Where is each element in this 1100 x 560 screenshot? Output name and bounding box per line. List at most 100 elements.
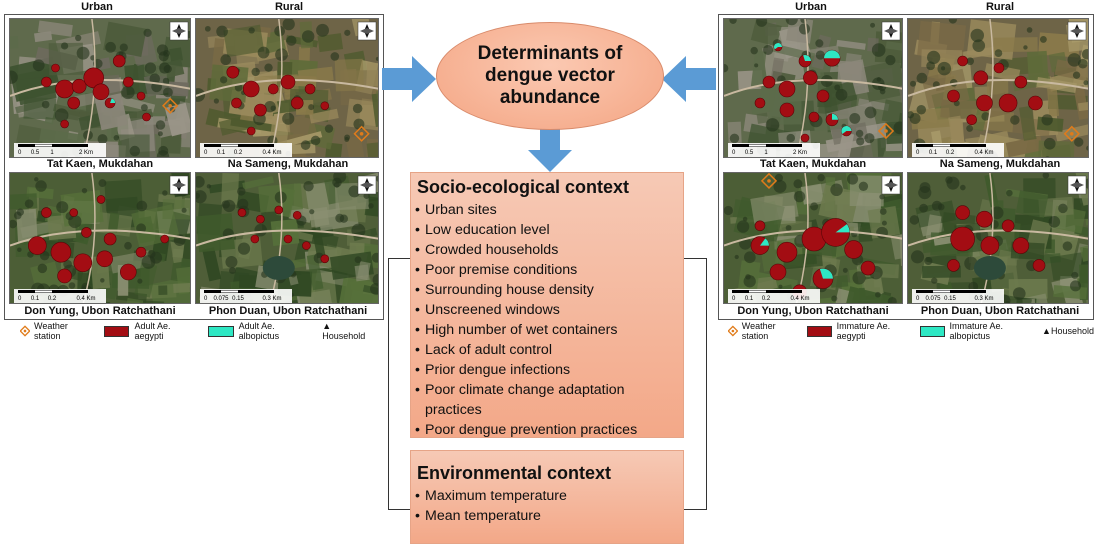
socio-item: Low education level [415, 220, 683, 240]
weather-station-icon [877, 122, 895, 140]
site-label-phon-duan-r: Phon Duan, Ubon Ratchathani [920, 305, 1080, 317]
scale-label: 0.1 [31, 296, 40, 302]
scale-label: 0.4 Km [790, 296, 809, 302]
vector-pie-marker [51, 63, 60, 73]
socio-item: Poor dengue prevention practices [415, 420, 683, 440]
vector-pie-marker [280, 74, 296, 90]
scale-label: 0.15 [944, 296, 956, 302]
bracket-connector-right [684, 258, 707, 510]
legend-household: ▲ Household [322, 321, 368, 341]
legend-weather-station: Weather station [20, 321, 86, 341]
vector-pie-marker [998, 93, 1018, 113]
scale-label: 0 [18, 296, 22, 302]
scale-label: 0.4 Km [262, 150, 281, 156]
vector-pie-marker [320, 254, 330, 264]
legend-household-r: ▲Household [1042, 326, 1094, 336]
north-arrow-icon [881, 175, 901, 195]
vector-pie-marker [256, 214, 265, 224]
left-col-rural-title: Rural [274, 1, 304, 13]
vector-pie-marker [226, 65, 240, 79]
scale-label: 0.2 [762, 296, 771, 302]
site-label-don-yung: Don Yung, Ubon Ratchathani [24, 305, 176, 317]
environmental-title: Environmental context [417, 463, 612, 483]
socio-item: Lack of adult control [415, 340, 683, 360]
vector-pie-marker [96, 250, 113, 268]
vector-pie-marker [320, 101, 330, 111]
site-label-tat-kaen-r: Tat Kaen, Mukdahan [759, 158, 867, 170]
vector-pie-marker [135, 246, 147, 258]
scale-label: 0.4 Km [974, 150, 993, 156]
vector-pie-marker [776, 241, 798, 263]
vector-pie-marker [92, 83, 110, 101]
scale-label: 0.1 [929, 150, 938, 156]
left-col-urban-title: Urban [81, 1, 113, 13]
north-arrow-icon [1067, 21, 1087, 41]
vector-pie-marker [816, 89, 830, 103]
vector-pie-marker [966, 114, 978, 126]
arrow-left-icon [662, 56, 716, 102]
vector-pie-marker [246, 126, 256, 136]
vector-pie-marker [993, 62, 1005, 74]
socio-item: Urban sites [415, 200, 683, 220]
north-arrow-icon [169, 21, 189, 41]
vector-pie-marker [955, 205, 970, 220]
socio-item: Poor premise conditions [415, 260, 683, 280]
right-legend: Weather station Immature Ae. aegypti Imm… [728, 321, 1094, 341]
vector-pie-marker [947, 259, 960, 272]
vector-pie-marker [103, 232, 117, 246]
scale-label: 0 [916, 296, 920, 302]
vector-pie-marker [976, 94, 993, 112]
vector-pie-marker [808, 111, 820, 123]
vector-pie-marker [112, 54, 126, 68]
left-legend: Weather station Adult Ae. aegypti Adult … [20, 321, 386, 341]
site-label-don-yung-r: Don Yung, Ubon Ratchathani [737, 305, 889, 317]
legend-species2-label: Adult Ae. albopictus [238, 321, 280, 341]
right-col-rural-title: Rural [985, 1, 1015, 13]
vector-pie-marker [136, 91, 146, 101]
vector-pie-marker [254, 103, 267, 117]
legend-species1-r: Immature Ae. aegypti [806, 321, 906, 341]
vector-pie-marker [947, 89, 960, 103]
legend-weather-station-r: Weather station [728, 321, 793, 341]
legend-swatch-albopictus-r [919, 325, 945, 337]
vector-pie-marker [120, 263, 137, 281]
vector-pie-marker [957, 55, 968, 67]
vector-pie-marker [67, 96, 81, 110]
legend-household-label-r: ▲Household [1042, 326, 1094, 336]
scale-label: 0.5 [31, 150, 40, 156]
scale-label: 0.3 Km [974, 296, 993, 302]
scale-label: 0 [18, 150, 22, 156]
scale-label: 0.2 [234, 150, 243, 156]
legend-species1: Adult Ae. aegypti [104, 321, 190, 341]
scale-label: 0.3 Km [262, 296, 281, 302]
vector-pie-marker [104, 97, 116, 109]
vector-pie-marker [1032, 259, 1046, 272]
vector-pie-marker [798, 54, 812, 68]
vector-pie-marker [250, 234, 260, 244]
legend-weather-label: Weather station [33, 321, 68, 341]
scale-label: 0.15 [232, 296, 244, 302]
socio-item: Poor climate change adaptation practices [415, 380, 683, 420]
socio-item: High number of wet containers [415, 320, 683, 340]
socio-item: Prior dengue infections [415, 360, 683, 380]
env-item: Mean temperature [415, 506, 683, 526]
legend-swatch-aegypti [104, 325, 130, 337]
vector-pie-marker [750, 236, 770, 255]
vector-pie-marker [821, 218, 850, 247]
scale-label: 0 [916, 150, 920, 156]
arrow-right-icon [382, 56, 436, 102]
scale-label: 1 [50, 150, 54, 156]
weather-station-icon [728, 325, 738, 337]
scale-label: 0.5 [745, 150, 754, 156]
vector-pie-marker [779, 102, 795, 118]
vector-pie-marker [304, 83, 316, 95]
vector-pie-marker [1012, 237, 1030, 254]
